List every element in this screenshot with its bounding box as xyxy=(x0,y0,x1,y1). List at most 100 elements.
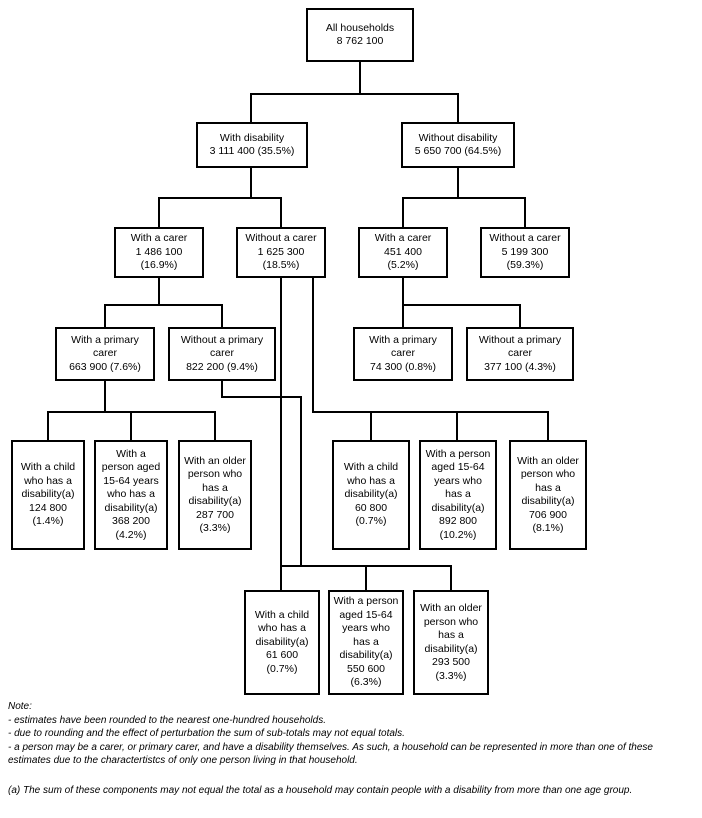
leaf-text-line: With a person xyxy=(425,447,491,460)
leaf-text-line: has a xyxy=(202,481,228,494)
node-label: Without a carer xyxy=(245,232,317,245)
leaf-percent: (3.3%) xyxy=(199,522,231,534)
leaf-text-line: has a xyxy=(445,488,471,501)
node-value: 1 625 300 xyxy=(257,245,305,258)
leaf-right-person-15-64-disability[interactable]: With a person aged 15-64 years who has a… xyxy=(419,440,497,550)
node-label-line1: With a primary xyxy=(369,333,437,346)
node-all-households[interactable]: All households 8 762 100 xyxy=(306,8,414,62)
node-value: 663 900 (7.6%) xyxy=(69,360,141,373)
leaf-text-line: With a xyxy=(116,447,146,460)
leaf-text-line: who has a xyxy=(258,622,306,635)
leaf-percent: (6.3%) xyxy=(350,676,382,689)
leaf-text-line: With a child xyxy=(254,608,310,621)
leaf-text-line: aged 15-64 xyxy=(431,461,485,474)
node-value: 8 762 100 xyxy=(336,35,384,47)
node-value: 74 300 (0.8%) xyxy=(370,360,436,373)
leaf-percent: (10.2%) xyxy=(439,528,477,541)
leaf-right-child-disability[interactable]: With a child who has a disability(a) 60 … xyxy=(332,440,410,550)
leaf-percent: (0.7%) xyxy=(355,515,387,528)
leaf-right-older-person-disability[interactable]: With an older person who has a disabilit… xyxy=(509,440,587,550)
leaf-value: 892 800 xyxy=(439,515,477,528)
node-with-disability-without-primary-carer[interactable]: Without a primary carer 822 200 (9.4%) xyxy=(168,327,276,381)
leaf-value: 706 900 xyxy=(529,508,567,521)
leaf-text-line: years who xyxy=(434,474,482,487)
leaf-left-older-person-disability[interactable]: With an older person who has a disabilit… xyxy=(178,440,252,550)
node-percent: (59.3%) xyxy=(506,259,544,272)
leaf-text-line: With an older xyxy=(420,602,482,614)
leaf-bottom-child-disability[interactable]: With a child who has a disability(a) 61 … xyxy=(244,590,320,695)
leaf-text-line: has a xyxy=(353,635,379,648)
leaf-bottom-older-person-disability[interactable]: With an older person who has a disabilit… xyxy=(413,590,489,695)
node-without-disability-with-primary-carer[interactable]: With a primary carer 74 300 (0.8%) xyxy=(353,327,453,381)
notes-bullet: - estimates have been rounded to the nea… xyxy=(8,714,326,726)
node-label: All households xyxy=(325,21,395,34)
footnote-a-text: (a) The sum of these components may not … xyxy=(8,785,633,796)
leaf-left-person-15-64-disability[interactable]: With a person aged 15-64 years who has a… xyxy=(94,440,168,550)
node-value: 451 400 xyxy=(384,245,422,258)
node-without-disability[interactable]: Without disability 5 650 700 (64.5%) xyxy=(401,122,515,168)
leaf-text-line: has a xyxy=(438,629,464,641)
node-without-disability-without-primary-carer[interactable]: Without a primary carer 377 100 (4.3%) xyxy=(466,327,574,381)
leaf-value: 293 500 xyxy=(432,656,470,668)
node-label: With disability xyxy=(219,131,285,144)
node-label-line1: Without a primary xyxy=(478,333,562,346)
leaf-text-line: aged 15-64 xyxy=(339,608,393,621)
footnote-a: (a) The sum of these components may not … xyxy=(8,784,698,798)
leaf-left-child-disability[interactable]: With a child who has a disability(a) 124… xyxy=(11,440,85,550)
node-percent: (5.2%) xyxy=(387,259,419,272)
leaf-text-line: disability(a) xyxy=(339,649,393,662)
notes-heading: Note: xyxy=(8,701,32,712)
node-label-line2: carer xyxy=(93,347,117,360)
leaf-text-line: With an older xyxy=(184,454,246,467)
leaf-text-line: person who xyxy=(423,615,479,628)
node-label-line1: With a primary xyxy=(71,333,139,346)
leaf-text-line: who has a xyxy=(107,488,155,501)
leaf-text-line: disability(a) xyxy=(104,501,158,514)
leaf-text-line: person aged xyxy=(101,461,161,474)
node-label: With a carer xyxy=(374,232,432,245)
node-label: Without disability xyxy=(418,131,498,144)
node-with-disability[interactable]: With disability 3 111 400 (35.5%) xyxy=(196,122,308,168)
leaf-value: 287 700 xyxy=(196,508,234,521)
leaf-percent: (3.3%) xyxy=(435,669,467,682)
leaf-text-line: With a child xyxy=(343,461,399,474)
leaf-text-line: disability(a) xyxy=(21,488,75,501)
leaf-value: 550 600 xyxy=(347,662,385,675)
leaf-text-line: disability(a) xyxy=(188,495,242,507)
notes-block: Note: - estimates have been rounded to t… xyxy=(8,700,694,768)
node-with-disability-with-primary-carer[interactable]: With a primary carer 663 900 (7.6%) xyxy=(55,327,155,381)
node-with-disability-with-carer[interactable]: With a carer 1 486 100 (16.9%) xyxy=(114,227,204,278)
leaf-value: 368 200 xyxy=(112,515,150,528)
leaf-value: 61 600 xyxy=(265,649,299,662)
notes-bullet: - due to rounding and the effect of pert… xyxy=(8,728,405,739)
node-label-line2: carer xyxy=(508,347,532,360)
leaf-text-line: who has a xyxy=(24,474,72,487)
leaf-text-line: With a person xyxy=(333,595,399,608)
node-label-line2: carer xyxy=(210,347,234,360)
leaf-percent: (8.1%) xyxy=(532,522,564,534)
node-percent: (18.5%) xyxy=(262,259,300,272)
node-with-disability-without-carer[interactable]: Without a carer 1 625 300 (18.5%) xyxy=(236,227,326,278)
leaf-bottom-person-15-64-disability[interactable]: With a person aged 15-64 years who has a… xyxy=(328,590,404,695)
notes-bullet: - a person may be a carer, or primary ca… xyxy=(8,741,653,767)
node-percent: (16.9%) xyxy=(140,259,178,272)
leaf-percent: (4.2%) xyxy=(115,528,147,541)
leaf-text-line: 15-64 years xyxy=(103,474,159,487)
leaf-percent: (0.7%) xyxy=(266,662,298,675)
node-value: 5 650 700 (64.5%) xyxy=(414,145,502,157)
leaf-text-line: disability(a) xyxy=(344,488,398,501)
node-value: 1 486 100 xyxy=(135,245,183,258)
leaf-text-line: who has a xyxy=(347,474,395,487)
node-value: 5 199 300 xyxy=(501,245,549,258)
node-value: 3 111 400 (35.5%) xyxy=(209,145,295,157)
node-label: With a carer xyxy=(130,232,188,245)
leaf-text-line: disability(a) xyxy=(431,501,485,514)
leaf-text-line: disability(a) xyxy=(424,642,478,655)
node-label: Without a carer xyxy=(489,232,561,245)
node-without-disability-with-carer[interactable]: With a carer 451 400 (5.2%) xyxy=(358,227,448,278)
leaf-text-line: years who xyxy=(342,622,390,635)
node-without-disability-without-carer[interactable]: Without a carer 5 199 300 (59.3%) xyxy=(480,227,570,278)
leaf-text-line: person who xyxy=(187,468,243,480)
